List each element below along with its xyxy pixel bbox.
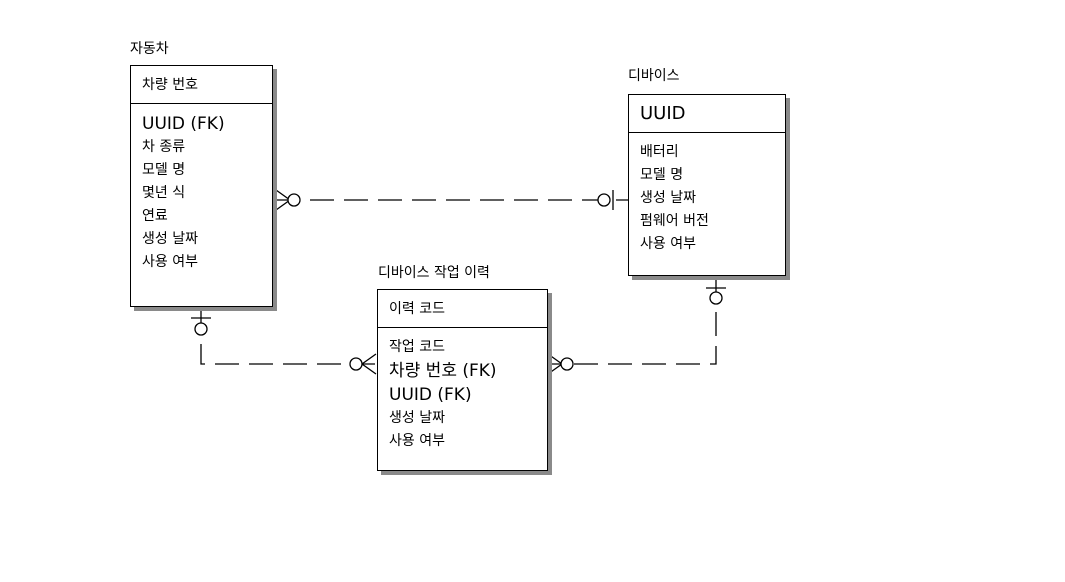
attribute: 생성 날짜 — [389, 410, 445, 426]
attribute: 사용 여부 — [142, 254, 198, 270]
attribute: 연료 — [142, 208, 168, 224]
attribute: 사용 여부 — [640, 236, 696, 252]
attribute: 생성 날짜 — [640, 190, 696, 206]
entity-title-history: 디바이스 작업 이력 — [378, 265, 490, 281]
attribute: 펌웨어 버전 — [640, 213, 709, 229]
optional-circle-car-bottom — [194, 322, 208, 336]
attribute: 몇년 식 — [142, 185, 186, 201]
entity-title-device: 디바이스 — [628, 68, 680, 84]
optional-circle-history-left — [349, 357, 363, 371]
entity-key-car: 차량 번호 — [131, 66, 272, 104]
entity-device[interactable]: UUID 배터리 모델 명 생성 날짜 펌웨어 버전 사용 여부 — [628, 94, 786, 276]
attribute: 차 종류 — [142, 139, 186, 155]
entity-key-device: UUID — [629, 95, 785, 133]
relationship-car-history — [191, 310, 377, 375]
relationship-car-device — [275, 189, 628, 211]
attribute: UUID (FK) — [389, 385, 472, 405]
attribute: 모델 명 — [142, 162, 186, 178]
attribute: 배터리 — [640, 144, 679, 160]
optional-circle-device-bottom — [709, 291, 723, 305]
attribute: 생성 날짜 — [142, 231, 198, 247]
attribute: UUID (FK) — [142, 114, 225, 134]
entity-history[interactable]: 이력 코드 작업 코드 차량 번호 (FK) UUID (FK) 생성 날짜 사… — [377, 289, 548, 471]
entity-title-car: 자동차 — [130, 41, 169, 57]
attribute: 작업 코드 — [389, 339, 445, 355]
relationship-device-history — [547, 278, 726, 375]
entity-key-history: 이력 코드 — [378, 290, 547, 328]
entity-car[interactable]: 차량 번호 UUID (FK) 차 종류 모델 명 몇년 식 연료 생성 날짜 … — [130, 65, 273, 307]
attribute-list-car: UUID (FK) 차 종류 모델 명 몇년 식 연료 생성 날짜 사용 여부 — [131, 104, 272, 274]
attribute: 사용 여부 — [389, 433, 445, 449]
attribute: 차량 번호 (FK) — [389, 361, 497, 381]
attribute-list-device: 배터리 모델 명 생성 날짜 펌웨어 버전 사용 여부 — [629, 133, 785, 256]
optional-circle-history-right — [560, 357, 574, 371]
attribute: 모델 명 — [640, 167, 684, 183]
optional-circle-car-side — [287, 193, 301, 207]
optional-circle-device-side — [597, 193, 611, 207]
attribute-list-history: 작업 코드 차량 번호 (FK) UUID (FK) 생성 날짜 사용 여부 — [378, 328, 547, 453]
